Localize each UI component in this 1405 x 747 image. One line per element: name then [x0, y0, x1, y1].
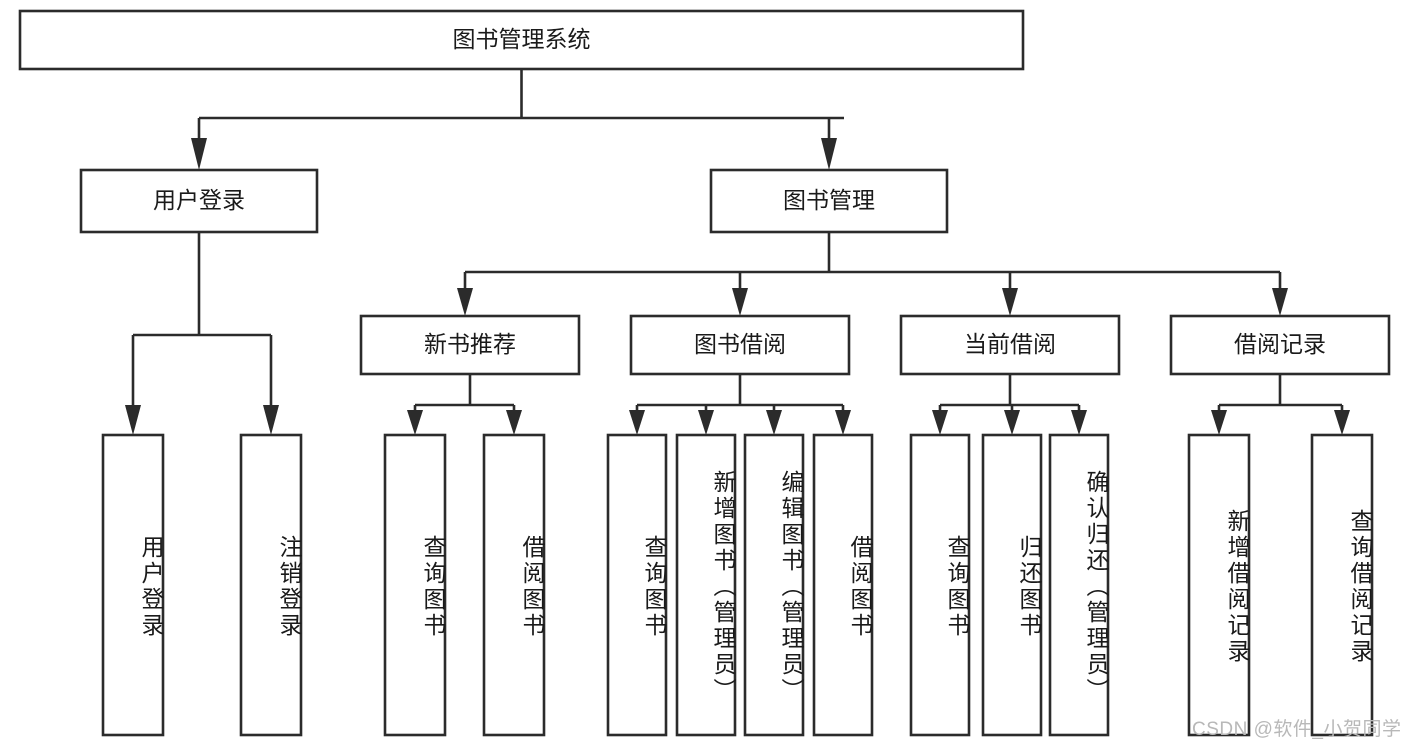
leaf-box-group — [101, 433, 1374, 737]
node-book-borrow-label: 图书借阅 — [694, 331, 786, 357]
leaf-query-record-box[interactable] — [1310, 433, 1374, 737]
node-root-label: 图书管理系统 — [453, 26, 591, 52]
node-current-borrow-box[interactable] — [899, 314, 1121, 376]
node-book-borrow-box[interactable] — [629, 314, 851, 376]
leaf-return-book-box[interactable] — [981, 433, 1043, 737]
node-current-borrow[interactable]: 当前借阅 — [899, 314, 1121, 376]
leaf-logout-box[interactable] — [239, 433, 303, 737]
arrowhead-leaf-confirm-return — [1071, 410, 1087, 435]
arrowhead-book-manage — [821, 138, 837, 170]
node-borrow-record-box[interactable] — [1169, 314, 1391, 376]
arrowhead-user-login — [191, 138, 207, 170]
node-new-book-rec[interactable]: 新书推荐 — [359, 314, 581, 376]
connector-group-root — [191, 69, 844, 170]
node-book-borrow[interactable]: 图书借阅 — [629, 314, 851, 376]
connector-group-book-manage — [457, 232, 1288, 316]
arrowhead-leaf-query-record — [1334, 410, 1350, 435]
leaf-query-book-rec-box[interactable] — [383, 433, 447, 737]
arrowhead-leaf-query-book-rec — [407, 410, 423, 435]
csdn-watermark: CSDN @软件_小贺同学 — [1192, 719, 1402, 740]
leaf-borrow-book-rec-box[interactable] — [482, 433, 546, 737]
arrowhead-current-borrow — [1002, 288, 1018, 316]
node-root[interactable]: 图书管理系统 — [18, 9, 1025, 71]
node-new-book-rec-label: 新书推荐 — [424, 331, 516, 357]
node-new-book-rec-box[interactable] — [359, 314, 581, 376]
connector-group-user-login — [125, 232, 279, 435]
node-current-borrow-label: 当前借阅 — [964, 331, 1056, 357]
leaf-add-book-box[interactable] — [675, 433, 737, 737]
connector-group-current-borrow — [932, 374, 1087, 435]
arrowhead-leaf-query-book-cur — [932, 410, 948, 435]
arrowhead-borrow-record — [1272, 288, 1288, 316]
arrowhead-leaf-return-book — [1004, 410, 1020, 435]
leaf-query-book-cur-box[interactable] — [909, 433, 971, 737]
arrowhead-book-borrow — [732, 288, 748, 316]
connector-group-book-borrow — [629, 374, 851, 435]
node-borrow-record-label: 借阅记录 — [1234, 331, 1326, 357]
connector-group-new-book-rec — [407, 374, 522, 435]
arrowhead-leaf-logout — [263, 405, 279, 435]
node-root-box[interactable] — [18, 9, 1025, 71]
leaf-user-login-box[interactable] — [101, 433, 165, 737]
connector-group-borrow-record — [1211, 374, 1350, 435]
leaf-add-record-box[interactable] — [1187, 433, 1251, 737]
node-borrow-record[interactable]: 借阅记录 — [1169, 314, 1391, 376]
arrowhead-leaf-edit-book — [766, 410, 782, 435]
arrowhead-leaf-add-record — [1211, 410, 1227, 435]
node-user-login[interactable]: 用户登录 — [79, 168, 319, 234]
leaf-edit-book-box[interactable] — [743, 433, 805, 737]
arrowhead-leaf-user-login — [125, 405, 141, 435]
node-book-manage-box[interactable] — [709, 168, 949, 234]
node-user-login-box[interactable] — [79, 168, 319, 234]
leaf-confirm-return-box[interactable] — [1048, 433, 1110, 737]
arrowhead-leaf-add-book — [698, 410, 714, 435]
leaf-query-book-brw-box[interactable] — [606, 433, 668, 737]
node-book-manage-label: 图书管理 — [783, 187, 875, 213]
arrowhead-leaf-borrow-book-brw — [835, 410, 851, 435]
leaf-borrow-book-brw-box[interactable] — [812, 433, 874, 737]
node-user-login-label: 用户登录 — [153, 187, 245, 213]
arrowhead-leaf-query-book-brw — [629, 410, 645, 435]
arrowhead-leaf-borrow-book-rec — [506, 410, 522, 435]
arrowhead-new-book-rec — [457, 288, 473, 316]
node-book-manage[interactable]: 图书管理 — [709, 168, 949, 234]
